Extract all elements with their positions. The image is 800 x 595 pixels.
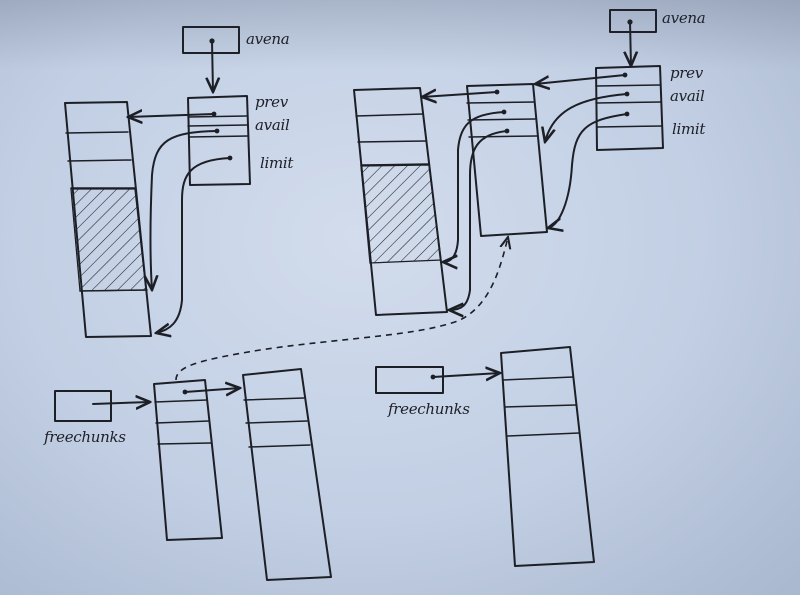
middle-block-outline	[466, 83, 548, 237]
left-header-box	[187, 95, 251, 186]
right-limit-label: limit	[672, 120, 706, 138]
right-header-struct: prev avail limit	[595, 64, 707, 151]
right-avail-label: avail	[670, 87, 705, 105]
left-prev-label: prev	[255, 93, 289, 111]
left-limit-label: limit	[260, 154, 294, 172]
right-arena-arrow	[630, 21, 631, 66]
left-memory-block	[64, 101, 152, 338]
left-prev-arrow	[128, 114, 215, 117]
middle-prev-arrow	[422, 92, 498, 97]
right-used-region-hatch	[360, 164, 442, 264]
right-arena-label: avena	[662, 9, 705, 27]
right-freechunks-label: freechunks	[387, 400, 470, 418]
right-memory-block	[353, 87, 448, 316]
right-prev-label: prev	[670, 64, 704, 82]
free-chunk-3-outline	[500, 346, 595, 567]
right-prev-arrow	[535, 74, 626, 84]
left-arena-arrow	[212, 40, 213, 92]
right-freechunks-arrow	[432, 373, 500, 377]
left-avail-label: avail	[255, 116, 290, 134]
left-freechunks-pointer-box	[54, 390, 112, 422]
free-chunk-1-outline	[153, 379, 223, 541]
left-avail-arrow	[151, 130, 218, 290]
free-chunk-1-next-arrow	[184, 388, 240, 392]
free-chunk-1	[153, 379, 240, 541]
left-arena-group: avena	[182, 26, 290, 92]
left-arena-label: avena	[246, 30, 289, 48]
right-freechunks-group: freechunks	[375, 366, 500, 418]
dashed-link-arrow	[175, 237, 508, 381]
left-used-region-hatch	[70, 188, 147, 292]
left-freechunks-arrow	[92, 402, 150, 404]
right-arena-group: avena	[609, 9, 706, 66]
free-chunk-2	[242, 368, 332, 581]
middle-avail-arrow	[443, 111, 505, 262]
left-header-struct: prev avail limit	[187, 93, 295, 186]
free-chunk-2-outline	[242, 368, 332, 581]
right-arena-pointer-box	[609, 9, 657, 33]
left-freechunks-group: freechunks	[43, 390, 150, 446]
right-header-box	[595, 65, 664, 151]
right-avail-arrow	[545, 93, 628, 142]
left-limit-arrow	[156, 157, 231, 333]
right-limit-arrow	[548, 113, 628, 228]
left-arena-pointer-box	[182, 26, 240, 54]
right-freechunks-pointer-box	[375, 366, 444, 394]
free-chunk-3	[500, 346, 595, 567]
middle-header-block	[466, 83, 548, 237]
left-freechunks-label: freechunks	[43, 428, 126, 446]
middle-limit-arrow	[449, 130, 508, 310]
